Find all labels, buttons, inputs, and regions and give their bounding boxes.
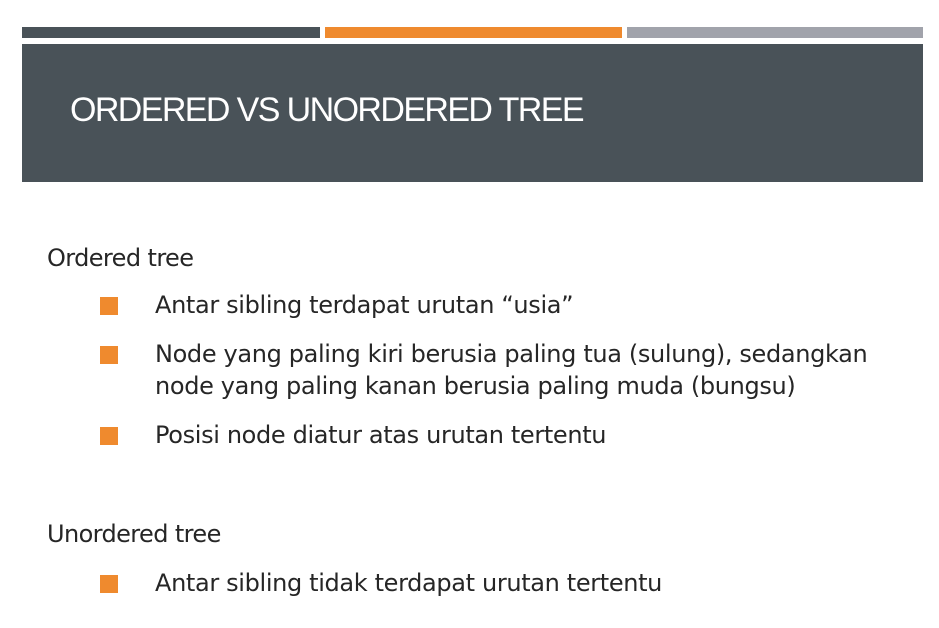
list-item: Antar sibling tidak terdapat urutan tert… xyxy=(0,567,895,599)
list-item: Posisi node diatur atas urutan tertentu xyxy=(0,419,895,451)
top-accent-bar-gray xyxy=(627,27,923,38)
bullet-list-unordered-tree: Antar sibling tidak terdapat urutan tert… xyxy=(0,567,895,599)
title-band: ORDERED VS UNORDERED TREE xyxy=(22,44,923,182)
slide-title: ORDERED VS UNORDERED TREE xyxy=(70,91,585,129)
bullet-text: Antar sibling terdapat urutan “usia” xyxy=(155,291,574,319)
list-item: Antar sibling terdapat urutan “usia” xyxy=(0,289,895,321)
square-bullet-icon xyxy=(100,297,118,315)
section-heading-unordered-tree: Unordered tree xyxy=(47,520,221,548)
list-item: Node yang paling kiri berusia paling tua… xyxy=(0,338,895,402)
top-accent-bar-dark xyxy=(22,27,320,38)
section-heading-ordered-tree: Ordered tree xyxy=(47,244,194,272)
top-accent-bar-orange xyxy=(325,27,622,38)
bullet-text: Posisi node diatur atas urutan tertentu xyxy=(155,421,607,449)
bullet-text: Antar sibling tidak terdapat urutan tert… xyxy=(155,569,663,597)
square-bullet-icon xyxy=(100,346,118,364)
square-bullet-icon xyxy=(100,427,118,445)
bullet-text: Node yang paling kiri berusia paling tua… xyxy=(155,340,868,400)
square-bullet-icon xyxy=(100,575,118,593)
bullet-list-ordered-tree: Antar sibling terdapat urutan “usia” Nod… xyxy=(0,289,895,451)
